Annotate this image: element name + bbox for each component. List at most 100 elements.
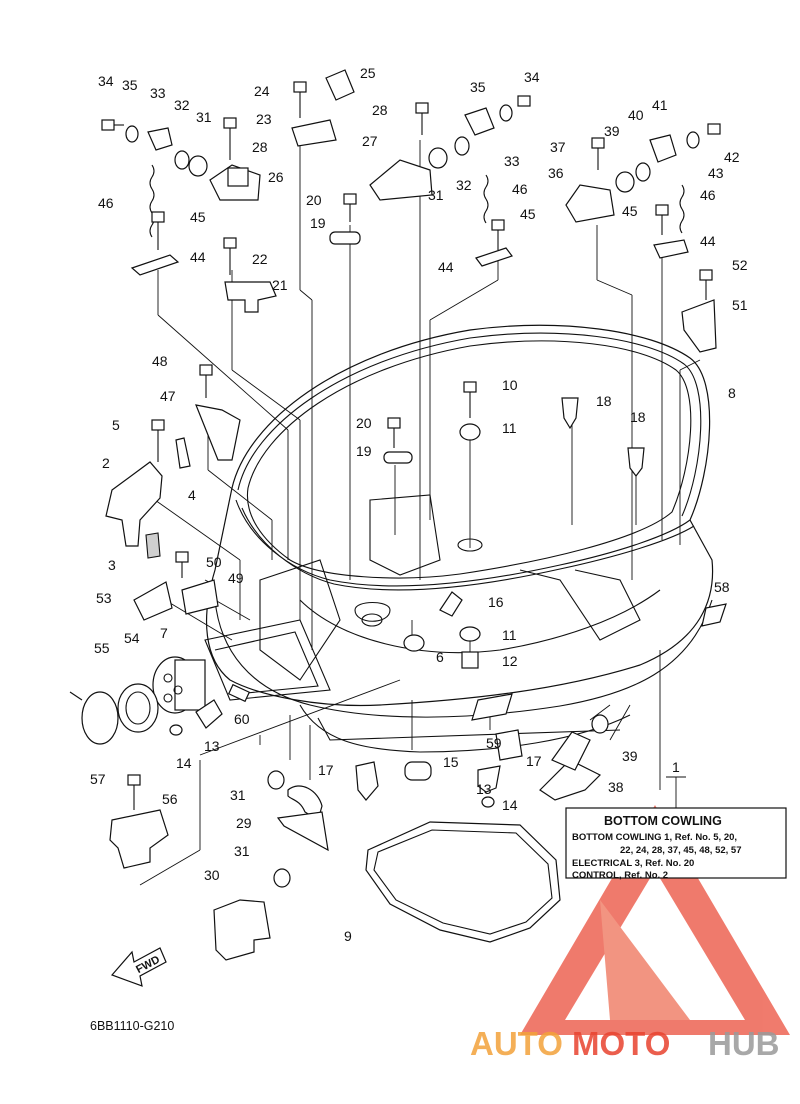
bolt-45-right	[655, 204, 669, 235]
ring-32-mid	[454, 136, 470, 156]
bracket-47	[195, 404, 241, 461]
callout-58: 58	[714, 579, 730, 595]
cowling-floor-2	[519, 569, 641, 641]
callout-45: 45	[622, 203, 638, 219]
cowling-front-panel-2	[214, 631, 319, 695]
callout-18: 18	[596, 393, 612, 409]
cowling-front-panel	[204, 619, 331, 701]
bolt-28-left	[223, 117, 237, 160]
callout-18: 18	[630, 409, 646, 425]
callout-42: 42	[724, 149, 740, 165]
plug-6	[403, 634, 425, 652]
bracket-51	[681, 299, 717, 353]
bolt-57	[127, 774, 141, 810]
callout-25: 25	[360, 65, 376, 81]
callout-59: 59	[486, 735, 502, 751]
guide-17-left	[355, 761, 379, 801]
callout-20: 20	[306, 192, 322, 208]
legend-title: BOTTOM COWLING	[604, 814, 722, 828]
legend-box: BOTTOM COWLING BOTTOM COWLING 1, Ref. No…	[565, 776, 787, 881]
callout-46: 46	[700, 187, 716, 203]
watermark-text-hub: HUB	[708, 1025, 780, 1062]
callout-37: 37	[550, 139, 566, 155]
spring-46-right	[679, 184, 685, 234]
bolt-50	[175, 551, 189, 578]
callout-39: 39	[622, 748, 638, 764]
callout-19: 19	[356, 443, 372, 459]
bolt-20-top	[343, 193, 357, 222]
seal-9-outer	[365, 821, 561, 943]
band-55	[81, 691, 119, 745]
callout-53: 53	[96, 590, 112, 606]
fitting-16	[439, 591, 463, 617]
grommet-54-inner	[125, 691, 151, 725]
watermark-logo	[520, 805, 790, 1035]
watermark-text-moto: MOTO	[572, 1025, 670, 1062]
cowling-seal-2	[241, 507, 695, 591]
drawing-code: 6BB1110-G210	[90, 1019, 174, 1033]
cowling-base-2	[317, 717, 621, 741]
grommet-39-bottom	[591, 714, 609, 734]
small-parts	[69, 69, 727, 987]
clamp-53	[133, 581, 173, 621]
callout-56: 56	[162, 791, 178, 807]
callout-60: 60	[234, 711, 250, 727]
callout-31: 31	[234, 843, 250, 859]
callout-44: 44	[438, 259, 454, 275]
legend-row-4: CONTROL, Ref. No. 2	[572, 870, 668, 881]
callout-30: 30	[204, 867, 220, 883]
callout-5: 5	[112, 417, 120, 433]
bolt-24	[293, 81, 307, 118]
holder-23	[291, 119, 337, 147]
watermark-triangle-stroke	[600, 900, 690, 1020]
callout-29: 29	[236, 815, 252, 831]
callout-50: 50	[206, 554, 222, 570]
callout-32: 32	[456, 177, 472, 193]
callout-23: 23	[256, 111, 272, 127]
legend-row-1: BOTTOM COWLING 1, Ref. No. 5, 20,	[572, 832, 737, 843]
callout-35: 35	[122, 77, 138, 93]
ring-14-right	[481, 796, 495, 808]
callout-54: 54	[124, 630, 140, 646]
clip-33-mid	[464, 107, 495, 136]
callout-36: 36	[548, 165, 564, 181]
callout-47: 47	[160, 388, 176, 404]
cowling-rim-outer	[206, 324, 714, 707]
spring-46-mid	[483, 174, 489, 224]
bolt-20-mid	[387, 417, 401, 448]
plate-44-left	[130, 254, 180, 276]
cover-29	[276, 811, 329, 852]
callout-15: 15	[443, 754, 459, 770]
callout-40: 40	[628, 107, 644, 123]
callout-34: 34	[524, 69, 540, 85]
callout-21: 21	[272, 277, 288, 293]
bolt-28-mid	[415, 102, 429, 135]
washer-43	[686, 131, 700, 149]
callout-39: 39	[604, 123, 620, 139]
bolt-10	[463, 381, 477, 418]
holder-4	[175, 437, 191, 469]
callout-26: 26	[268, 169, 284, 185]
grommet-39-top	[615, 171, 635, 193]
callout-17: 17	[318, 762, 334, 778]
callout-24: 24	[254, 83, 270, 99]
grommet-15	[404, 761, 432, 781]
callout-31: 31	[196, 109, 212, 125]
cowling-bracket-left	[259, 559, 341, 681]
bracket-56	[109, 809, 169, 869]
callout-12: 12	[502, 653, 518, 669]
plate-19-mid	[383, 451, 413, 464]
callout-45: 45	[190, 209, 206, 225]
callout-11: 11	[502, 627, 517, 643]
clamp-25	[325, 69, 355, 101]
callout-17: 17	[526, 753, 542, 769]
callout-11: 11	[502, 420, 517, 436]
callout-8: 8	[728, 385, 736, 401]
grommet-31-mid	[428, 147, 448, 169]
callout-33: 33	[504, 153, 520, 169]
clip-33-left	[147, 127, 173, 151]
spring-46-left	[149, 164, 155, 238]
callout-55: 55	[94, 640, 110, 656]
